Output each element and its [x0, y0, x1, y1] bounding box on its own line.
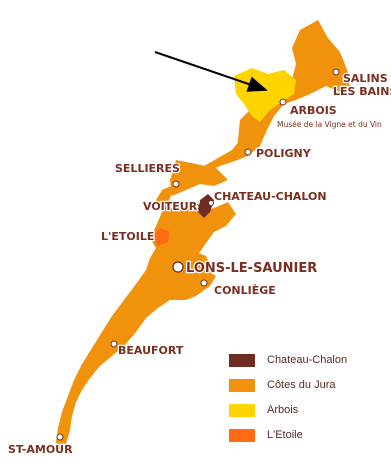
st-amour-marker	[56, 433, 64, 441]
st-amour-label: ST-AMOUR	[8, 443, 73, 456]
letoile-label: L'ETOILE	[101, 230, 154, 243]
conliege-label: CONLIÈGE	[214, 284, 276, 297]
legend-label: Chateau-Chalon	[267, 354, 348, 366]
legend-label: Arbois	[267, 404, 299, 416]
map-legend: Chateau-Chalon Côtes du Jura Arbois L'Et…	[229, 352, 389, 452]
legend-swatch-arbois	[229, 403, 255, 417]
legend-label: Côtes du Jura	[267, 379, 336, 391]
poligny-marker	[244, 148, 252, 156]
legend-swatch-chateau-chalon	[229, 353, 255, 367]
salins-marker	[332, 68, 340, 76]
arbois-label: ARBOIS	[290, 104, 337, 117]
legend-item: Côtes du Jura	[229, 377, 389, 393]
chateau-chalon-label: CHATEAU-CHALON	[214, 190, 327, 203]
poligny-label: POLIGNY	[256, 147, 312, 160]
legend-item: Chateau-Chalon	[229, 352, 389, 368]
beaufort-marker	[110, 340, 118, 348]
lons-marker	[172, 261, 184, 273]
sellieres-lobe	[170, 160, 228, 196]
arbois-museum-label: Musée de la Vigne et du Vin	[277, 120, 382, 129]
sellieres-label: SELLIERES	[115, 162, 180, 175]
pointer-arrow	[154, 51, 268, 92]
voiteur-marker	[192, 203, 200, 211]
lons-label: LONS-LE-SAUNIER	[186, 261, 317, 276]
legend-item: L'Etoile	[229, 427, 389, 443]
sellieres-marker	[172, 180, 180, 188]
chateau-chalon-region	[198, 194, 214, 218]
conliege-marker	[200, 279, 208, 287]
etoile-region	[152, 228, 170, 246]
legend-swatch-etoile	[229, 428, 255, 442]
salins-label-line2: LES BAINS	[333, 85, 391, 98]
poligny-branch	[236, 108, 264, 158]
beaufort-label: BEAUFORT	[118, 344, 184, 357]
arbois-marker	[279, 98, 287, 106]
chateau-chalon-marker	[208, 200, 214, 206]
salins-label-line1: SALINS	[343, 72, 388, 85]
cotes-du-jura-region	[56, 20, 350, 452]
legend-label: L'Etoile	[267, 429, 303, 441]
legend-swatch-cotes-du-jura	[229, 378, 255, 392]
arbois-region	[234, 68, 296, 122]
legend-item: Arbois	[229, 402, 389, 418]
voiteur-label: VOITEUR	[143, 200, 198, 213]
